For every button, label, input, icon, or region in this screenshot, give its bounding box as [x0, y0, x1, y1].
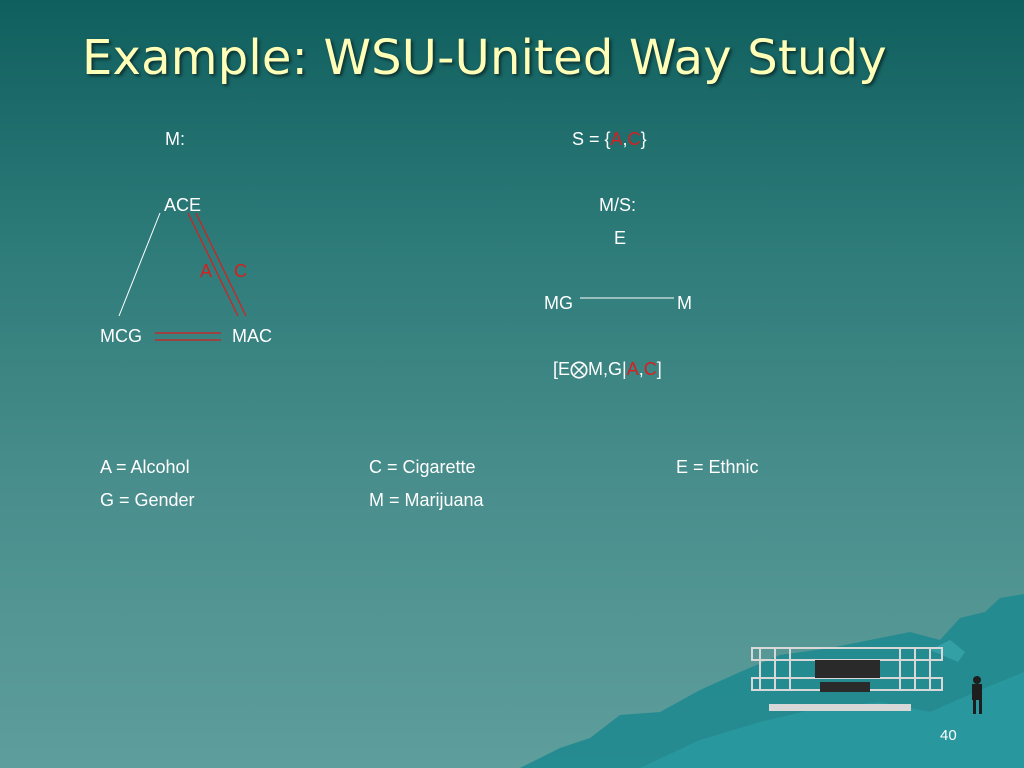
model-m-label: M:	[165, 129, 185, 149]
edge-label-a: A	[200, 261, 213, 281]
legend-gender: G = Gender	[100, 490, 195, 510]
plane-icon	[751, 647, 943, 711]
node-mcg: MCG	[100, 326, 142, 346]
edge-ace-mcg	[118, 212, 161, 317]
slide-title: Example: WSU-United Way Study	[82, 30, 887, 86]
independence-open: [E	[553, 359, 571, 379]
set-s-comma: ,	[622, 129, 628, 149]
legend-cigarette: C = Cigarette	[369, 457, 476, 477]
set-s-prefix: S = {	[572, 129, 611, 149]
independence-c: C	[643, 359, 657, 379]
plane-body	[815, 660, 880, 692]
edge-label-c: C	[234, 261, 247, 281]
person-silhouette	[972, 676, 982, 714]
set-s: S = {A,C}	[572, 129, 647, 149]
node-mac: MAC	[232, 326, 272, 346]
page-number: 40	[940, 727, 957, 744]
independence-statement: [E⨂M,G|A,C]	[553, 359, 662, 379]
independence-a: A	[626, 359, 639, 379]
independence-comma: ,	[638, 359, 644, 379]
independence-mid: M,G|	[588, 359, 627, 379]
model-ms-label: M/S:	[599, 195, 637, 215]
independence-close: ]	[656, 359, 662, 379]
set-s-suffix: }	[640, 129, 647, 149]
legend-ethnic: E = Ethnic	[676, 457, 759, 477]
set-s-a: A	[610, 129, 623, 149]
node-e: E	[614, 228, 627, 248]
node-mg: MG	[544, 293, 573, 313]
legend-marijuana: M = Marijuana	[369, 490, 484, 510]
node-ace: ACE	[164, 195, 202, 215]
independence-symbol: ⨂	[570, 359, 589, 379]
legend-alcohol: A = Alcohol	[100, 457, 190, 477]
node-m: M	[677, 293, 692, 313]
edge-ace-mac-1	[187, 212, 239, 317]
set-s-c: C	[627, 129, 641, 149]
